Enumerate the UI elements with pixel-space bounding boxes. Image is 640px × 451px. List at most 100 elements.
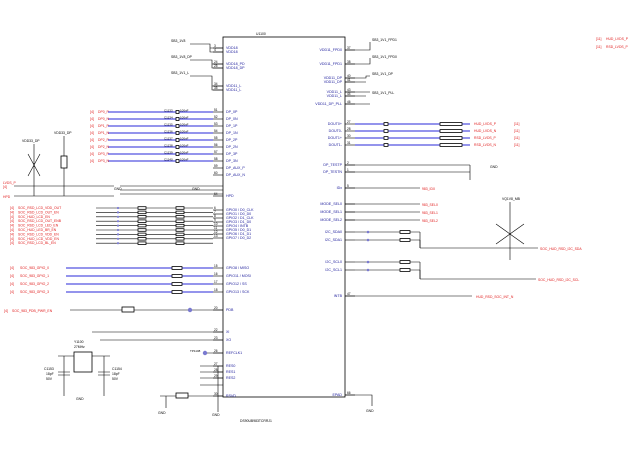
crystal-cap-left-volt: 50V	[46, 377, 53, 381]
dp-lane-cap-value: 100nF	[180, 150, 189, 154]
left-pin-name: RES0	[226, 364, 235, 368]
lvds-output-group: HUD_LVDS_P[11]HUD_LVDS_N[11]RSD_LVDS_P[1…	[355, 122, 519, 147]
dp-lane-cap: C1135	[164, 122, 173, 126]
dp-lane-ref: [4]	[90, 145, 94, 149]
dp-lane-cap-body	[175, 152, 180, 156]
right-pin-name: VDD11_DP	[324, 76, 343, 80]
gpio-lane-ref: [4]	[10, 228, 14, 232]
right-pin-number: 47	[347, 292, 351, 296]
left-pin-number: 35	[214, 86, 218, 90]
left-pin-number: 12	[214, 230, 218, 234]
dp-lane-ref: [4]	[90, 152, 94, 156]
gpio-lane-net: SOC_RSD_LCD_OUT_EN	[18, 210, 59, 214]
gnd-crystal: GND	[76, 397, 84, 401]
dp-lane-net: DP0_P	[98, 110, 109, 114]
power-label-fpd1: SB3_1V1_FPD1	[372, 38, 397, 42]
lvds-net: RSD_LVDS_N	[474, 143, 497, 147]
gpio-resistor	[137, 232, 147, 237]
gpio-lane-ref: [4]	[10, 237, 14, 241]
gpio-resistor-b	[175, 237, 185, 241]
left-pin-name: GPIO8 / MISO	[226, 266, 249, 270]
left-pin-number: 56	[214, 143, 218, 147]
left-pin-name: GPIO0 / D0_CLK	[226, 208, 254, 212]
soc-gpio-net: SOC_983_GPIO_3	[20, 290, 49, 294]
left-pin-number: 34	[214, 82, 218, 86]
right-pin-number: 66	[347, 391, 351, 395]
left-pin-name: DP_1P	[226, 124, 238, 128]
crystal-cap-left: C1153	[44, 367, 54, 371]
i2c-resistor	[399, 268, 411, 272]
vdd33-label-b: VDD33_DP	[22, 139, 40, 143]
dp-lane-ref: [4]	[90, 159, 94, 163]
right-pin-name: VDD11_DP_PLL	[315, 102, 342, 106]
left-pin-name: GPIO2 / D1_CLK	[226, 216, 254, 220]
right-pin-name: DP_TESTN	[323, 170, 342, 174]
crystal-body	[73, 351, 93, 373]
power-label-pll: SB3_1V1_PLL	[372, 91, 394, 95]
left-pin-name: VDD18_PD	[226, 62, 245, 66]
right-pin-name: INTB	[334, 294, 343, 298]
gpio-resistor	[137, 241, 147, 245]
dp-lane-cap-body	[175, 131, 180, 135]
left-pin-number: 58	[214, 157, 218, 161]
right-pin-name: VDD11_L	[327, 90, 342, 94]
right-pin-name: MODE_SEL1	[320, 210, 342, 214]
lvds-net: HUD_LVDS_N	[474, 129, 497, 133]
soc-gpio-ref: [4]	[10, 290, 14, 294]
left-pin-number: 60	[214, 171, 218, 175]
left-pin-name: DP_3P	[226, 152, 238, 156]
right-pin-name: I2C_SCL1	[325, 268, 342, 272]
left-pin-name: DP_1N	[226, 131, 238, 135]
gpio-lane-ref: [4]	[10, 206, 14, 210]
lvds-page-ref: [11]	[514, 143, 519, 147]
gpio-lane-net: SOC_HUD_LED_BR_EN	[18, 228, 57, 232]
left-pin-number: 24	[214, 60, 218, 64]
gpio-testpoint	[116, 206, 120, 210]
left-pin-name: VDD18	[226, 50, 238, 54]
left-pin-number: 20	[214, 306, 218, 310]
crystal-freq: 27MHz	[74, 345, 85, 349]
left-pin-number: 54	[214, 129, 218, 133]
right-pin-number: 43	[347, 88, 351, 92]
gnd-epad: GND	[366, 409, 374, 413]
gpio-lanes: [4] SOC_RSD_LCD_VDD_OUT [4] SOC_RSD_LCD_OUT…	[10, 206, 213, 245]
right-pin-name: DOUT0+	[328, 122, 342, 126]
gpio-testpoint	[116, 215, 120, 218]
right-pin-name: VDD11_FPD1	[319, 62, 342, 66]
hpd-left-ref: [4]	[3, 185, 7, 189]
i2c-testpoint	[366, 238, 370, 242]
left-pin-name: VDD11_L	[226, 84, 241, 88]
left-pin-name: DP_0P	[226, 110, 238, 114]
gpio-lane-net: SOC_RSD_LCD_OUT_ENB	[18, 219, 62, 223]
mode-sel-1: 983_SEL1	[422, 211, 438, 215]
gpio-resistor-b	[175, 215, 185, 219]
right-pin-number: 28	[347, 127, 351, 131]
left-pin-number: 15	[214, 264, 218, 268]
dp-lane-cap-value: 100nF	[180, 136, 189, 140]
gpio-resistor	[137, 206, 147, 210]
left-pin-number: 18	[214, 288, 218, 292]
dp-lane-cap-value: 100nF	[180, 122, 189, 126]
right-pin-name: I2C_SDA1	[325, 238, 342, 242]
gpio-resistor-b	[175, 228, 185, 232]
crystal-cap-left-val: 18pF	[46, 372, 54, 376]
i2c-resistor	[399, 238, 411, 242]
gpio-lane-ref: [4]	[10, 215, 14, 219]
gpio-resistor	[137, 223, 147, 228]
soc-gpio-resistor	[171, 266, 183, 270]
right-pin-number: 38	[347, 60, 351, 64]
mode-sel-0: 983_SEL0	[422, 203, 438, 207]
lvds-left-p: LVDS_P	[3, 181, 16, 185]
gpio-lane-net: SOC_HUD_LCD_VDD_EN	[18, 237, 59, 241]
gpio-lane-net: SOC_RSD_LCD_VDD_OUT	[18, 206, 61, 210]
left-pin-name: GPIO7 / D0_D2	[226, 236, 251, 240]
power-label-fpd0: SB3_1V1_FPD0	[372, 55, 397, 59]
crystal-cap-right: C1154	[112, 367, 122, 371]
hpd-left-net: HPD	[3, 195, 11, 199]
gpio-resistor	[137, 228, 147, 232]
right-pin-number: 5	[347, 184, 349, 188]
lvds-choke	[439, 122, 463, 126]
